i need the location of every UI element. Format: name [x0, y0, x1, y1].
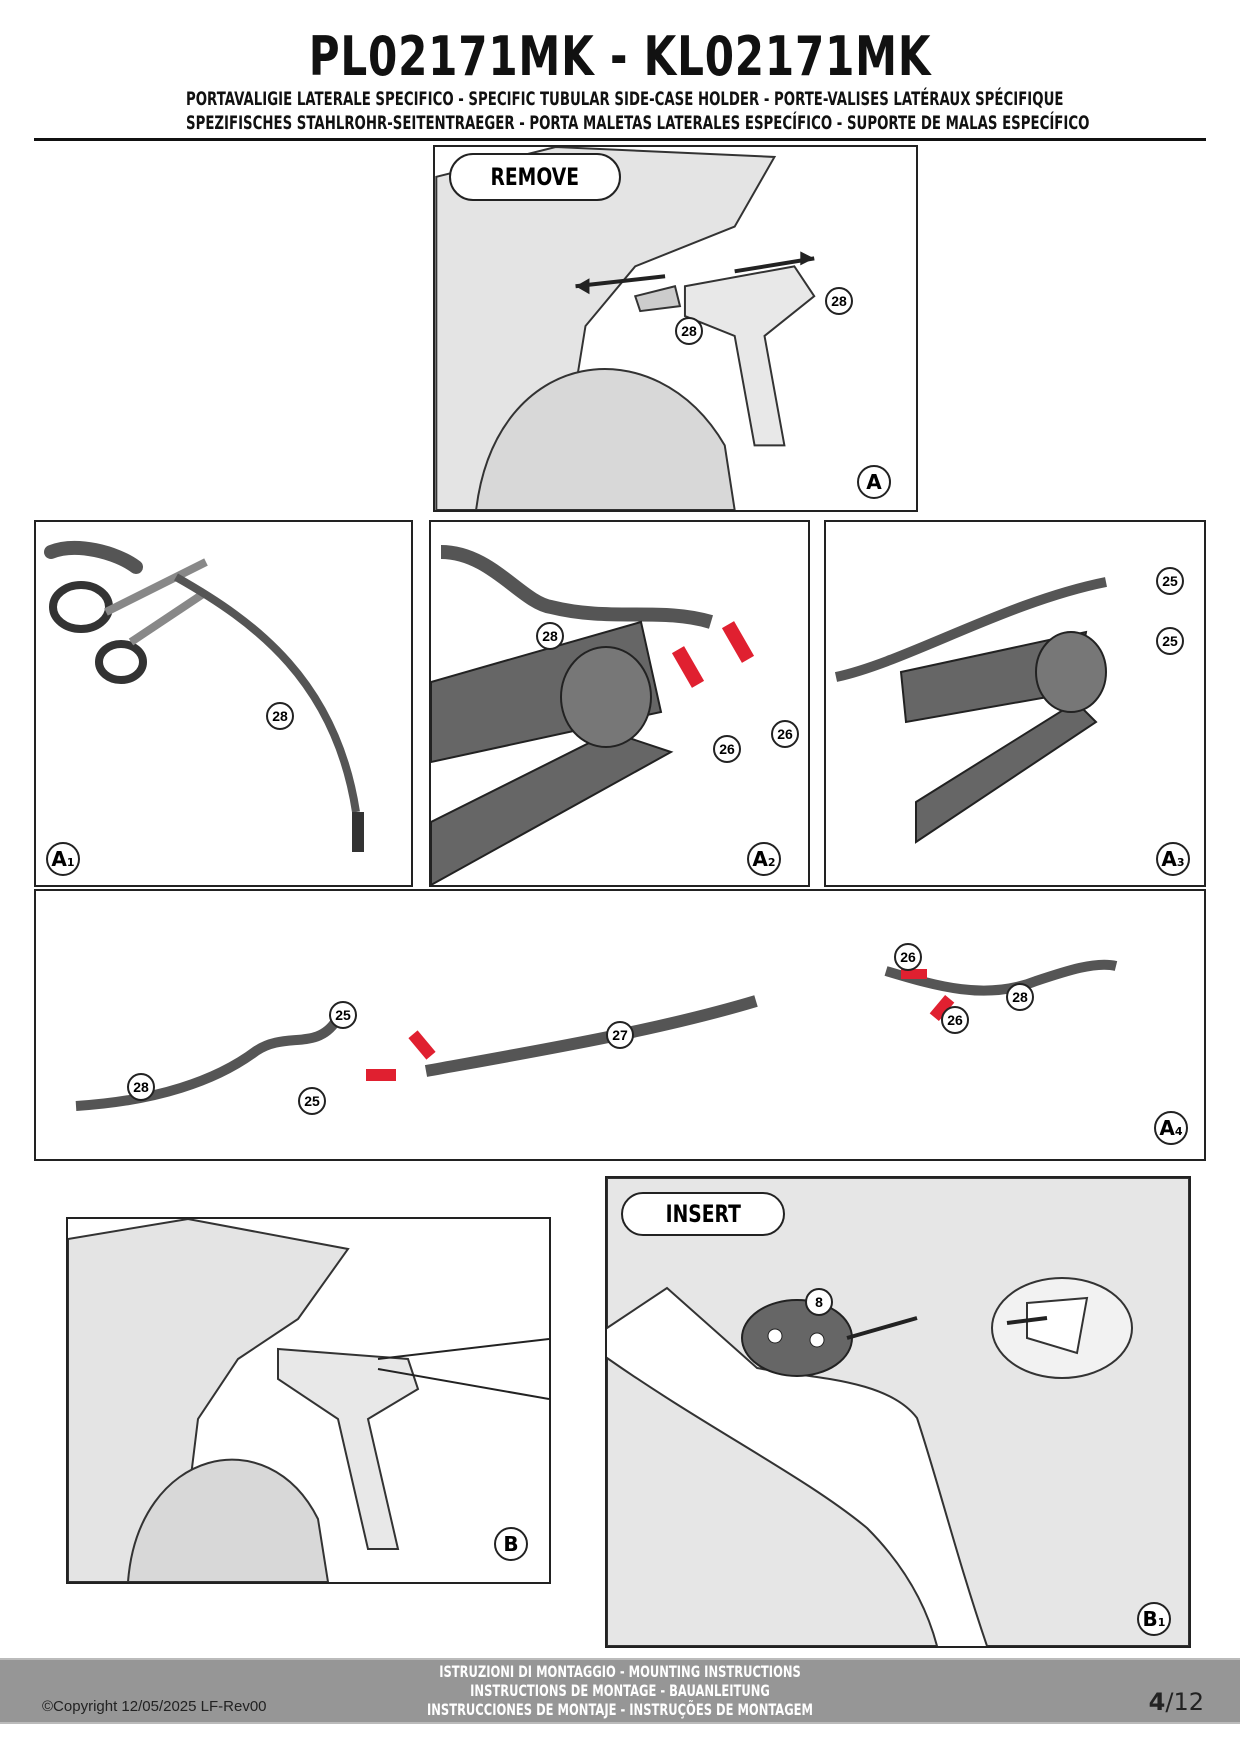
- callout-28: 28: [266, 702, 294, 730]
- callout-28: 28: [825, 287, 853, 315]
- callout-26: 26: [713, 735, 741, 763]
- panel-b1: INSERT 8 B1: [605, 1176, 1191, 1648]
- crimp-connector-illustration: [834, 577, 1107, 844]
- step-badge-a4: A4: [1154, 1111, 1188, 1145]
- cut-wire-illustration: [44, 540, 364, 852]
- motorcycle-rear-illustration: [435, 147, 816, 510]
- footer-line-1: ISTRUZIONI DI MONTAGGIO - MOUNTING INSTR…: [439, 1662, 801, 1681]
- footer-bar: ISTRUZIONI DI MONTAGGIO - MOUNTING INSTR…: [0, 1658, 1240, 1724]
- callout-28: 28: [536, 622, 564, 650]
- footer-line-3: INSTRUCCIONES DE MONTAJE - INSTRUÇÕES DE…: [426, 1700, 814, 1719]
- panel-a2: 28 26 26 A2: [429, 520, 810, 887]
- product-code-title: PL02171MK - KL02171MK: [308, 25, 932, 88]
- panel-a4: 25 28 25 27 26 26 28 A4: [34, 889, 1206, 1161]
- subtitle-line-1: PORTAVALIGIE LATERALE SPECIFICO - SPECIF…: [186, 88, 1064, 110]
- callout-26: 26: [894, 943, 922, 971]
- callout-28: 28: [1006, 983, 1034, 1011]
- header-divider: [34, 138, 1206, 141]
- callout-28: 28: [127, 1073, 155, 1101]
- callout-25: 25: [1156, 567, 1184, 595]
- panel-a: REMOVE 28 28 A: [433, 145, 918, 512]
- callout-25: 25: [298, 1087, 326, 1115]
- callout-28: 28: [675, 317, 703, 345]
- grommet-insert-illustration: [607, 1178, 1189, 1646]
- insert-label: INSERT: [621, 1192, 785, 1236]
- subtitle-line-2: SPEZIFISCHES STAHLROHR-SEITENTRAEGER - P…: [186, 112, 1090, 134]
- panel-a1: 28 A1: [34, 520, 413, 887]
- crimp-connector-illustration: [431, 545, 755, 885]
- step-badge-a1: A1: [46, 842, 80, 876]
- panel-b: B: [66, 1217, 551, 1584]
- step-badge-b1: B1: [1137, 1602, 1171, 1636]
- copyright: ©Copyright 12/05/2025 LF-Rev00: [42, 1698, 267, 1715]
- callout-26: 26: [771, 720, 799, 748]
- step-badge-a2: A2: [747, 842, 781, 876]
- motorcycle-rear-illustration: [68, 1219, 549, 1582]
- callout-26: 26: [941, 1006, 969, 1034]
- step-badge-a: A: [857, 465, 891, 499]
- callout-8: 8: [805, 1288, 833, 1316]
- panel-a3: 25 25 A3: [824, 520, 1206, 887]
- step-badge-b: B: [494, 1527, 528, 1561]
- callout-27: 27: [606, 1021, 634, 1049]
- remove-label: REMOVE: [449, 153, 621, 201]
- callout-25: 25: [1156, 627, 1184, 655]
- step-badge-a3: A3: [1156, 842, 1190, 876]
- callout-25: 25: [329, 1001, 357, 1029]
- footer-line-2: INSTRUCTIONS DE MONTAGE - BAUANLEITUNG: [470, 1681, 770, 1700]
- page-number: 4/12: [1148, 1688, 1204, 1716]
